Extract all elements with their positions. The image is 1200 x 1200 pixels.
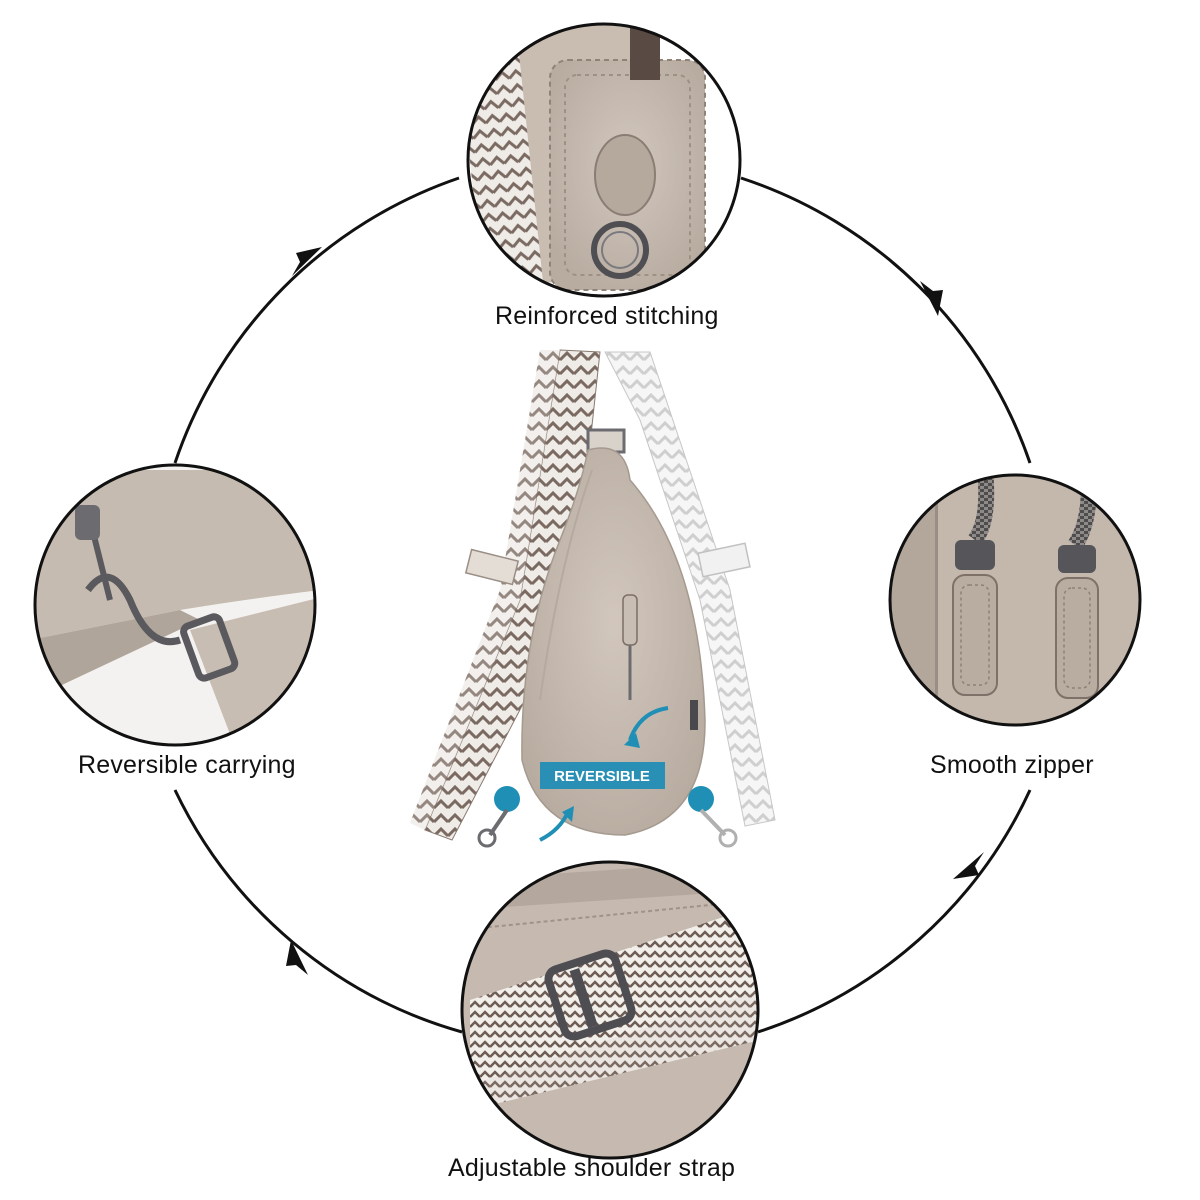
sling-bag-product: REVERSIBLE (410, 349, 776, 848)
cycle-arcs (173, 176, 1032, 1034)
detail-adjustable-strap (462, 862, 758, 1158)
reverse-arrow-top-icon (628, 706, 669, 741)
arc-top-left (173, 176, 460, 464)
detail-frame-top (466, 22, 742, 298)
reverse-arrow-bottom-icon (539, 811, 570, 842)
detail-reversible-carrying (35, 465, 315, 745)
attach-point-left (494, 786, 520, 812)
caption-reinforced-stitching: Reinforced stitching (495, 302, 719, 330)
arrow-down-left-icon (953, 852, 984, 879)
caption-adjustable-shoulder-strap: Adjustable shoulder strap (448, 1154, 736, 1182)
arc-bottom-left (173, 789, 463, 1034)
caption-reversible-carrying: Reversible carrying (78, 751, 296, 779)
attach-point-right (688, 786, 714, 812)
arrow-up-right-icon (292, 247, 322, 276)
strap-right (604, 351, 776, 827)
detail-frame-left (33, 463, 317, 747)
reversible-badge-text: REVERSIBLE (554, 768, 650, 785)
arc-bottom-right (757, 789, 1032, 1034)
detail-frame-bottom (460, 860, 760, 1160)
detail-frame-right (888, 473, 1142, 727)
arc-top-right (740, 176, 1032, 464)
arrow-down-right-icon (920, 281, 943, 316)
bag-body (521, 447, 706, 836)
reversible-badge (540, 762, 665, 789)
detail-reinforced-stitching (468, 24, 740, 296)
cycle-arrows (286, 247, 984, 975)
detail-smooth-zipper (890, 475, 1140, 725)
arrow-up-left-icon (286, 940, 308, 975)
caption-smooth-zipper: Smooth zipper (930, 751, 1094, 779)
